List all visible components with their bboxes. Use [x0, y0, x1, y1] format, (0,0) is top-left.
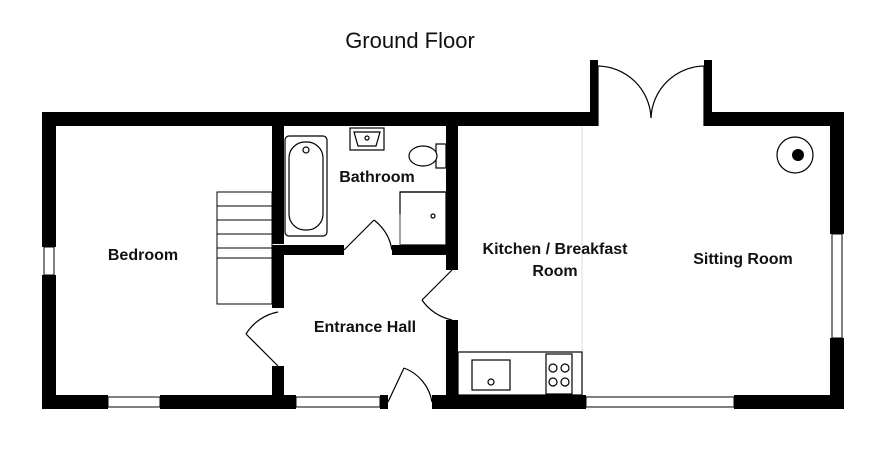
windows: [43, 233, 843, 408]
room-label-kitchen-line1: Kitchen / Breakfast: [483, 241, 629, 258]
kitchen-units: [457, 351, 583, 396]
floor-title: Ground Floor: [345, 28, 475, 53]
doors: [245, 65, 705, 403]
shower: [399, 191, 447, 246]
staircase: [216, 191, 273, 305]
toilet: [408, 143, 447, 169]
room-label-bedroom: Bedroom: [108, 247, 178, 264]
room-label-entrance-hall: Entrance Hall: [314, 319, 416, 336]
interior-walls: [272, 126, 458, 396]
basin: [349, 127, 385, 151]
bath: [284, 135, 328, 237]
stove-icon: [776, 136, 814, 174]
room-label-bathroom: Bathroom: [339, 169, 415, 186]
room-label-kitchen-line2: Room: [532, 263, 577, 280]
room-label-sitting-room: Sitting Room: [693, 251, 793, 268]
exterior-walls: [42, 60, 844, 409]
